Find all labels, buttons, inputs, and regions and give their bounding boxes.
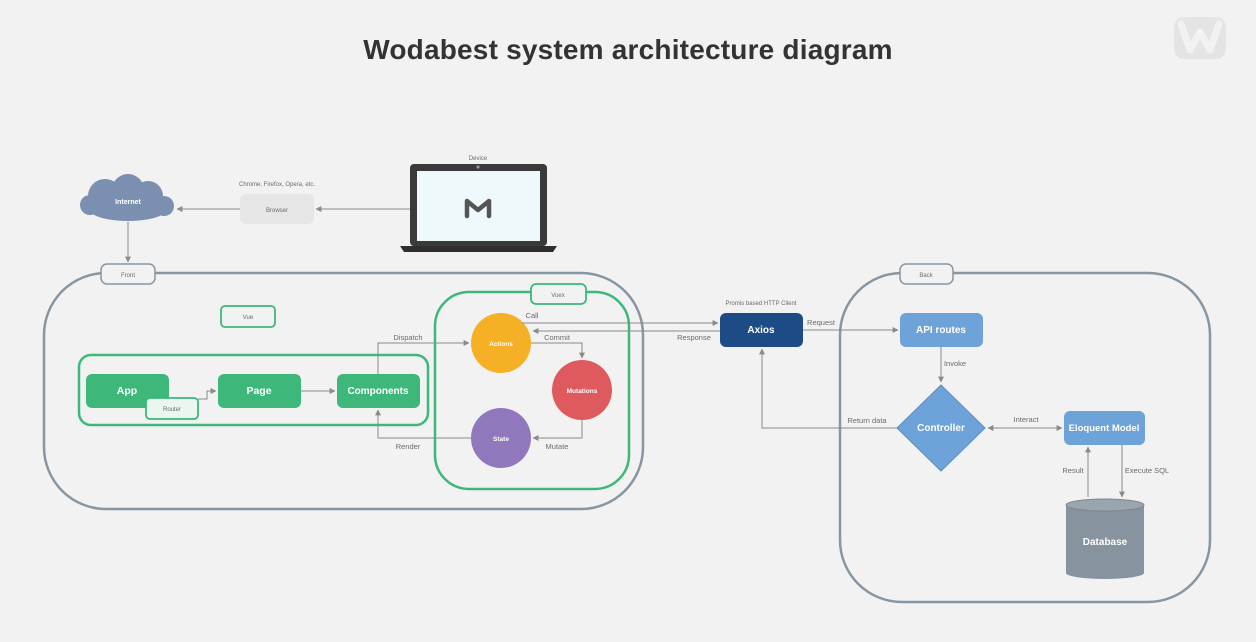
front-tag — [100, 263, 156, 285]
arrow-router-page — [198, 388, 217, 400]
api-routes-label: API routes — [916, 325, 966, 336]
interact-label: Interact — [1013, 415, 1039, 424]
arrow-commit — [531, 342, 585, 359]
wodabest-logo-icon — [1174, 17, 1226, 59]
arrow-render — [375, 409, 471, 439]
return-data-label: Return data — [847, 416, 887, 425]
mutations-label: Mutations — [567, 388, 598, 395]
front-label: Front — [121, 273, 135, 279]
call-label: Call — [526, 311, 539, 320]
render-label: Render — [396, 442, 421, 451]
vuex-label: Vuex — [551, 293, 564, 299]
back-tag — [899, 263, 954, 285]
commit-label: Commit — [544, 333, 571, 342]
router-label: Router — [163, 407, 181, 413]
browser-caption: Chrome, Firefox, Opera, etc. — [239, 182, 315, 188]
browser-node — [240, 194, 314, 224]
mutate-label: Mutate — [546, 442, 569, 451]
internet-label: Internet — [115, 199, 141, 206]
laptop-icon — [400, 164, 557, 252]
result-label: Result — [1062, 466, 1084, 475]
front-container — [42, 271, 645, 511]
api-routes-node — [900, 313, 983, 347]
page-title: Wodabest system architecture diagram — [363, 34, 893, 65]
page-node — [218, 374, 301, 408]
components-node — [337, 374, 420, 408]
vue-components-group — [77, 353, 430, 427]
database-label: Database — [1083, 537, 1128, 548]
state-label: State — [493, 436, 509, 443]
axios-node — [720, 313, 803, 347]
axios-label: Axios — [747, 325, 775, 336]
internet-cloud-icon — [80, 174, 174, 221]
eloquent-model-node — [1064, 411, 1145, 445]
state-node — [471, 408, 531, 468]
execute-sql-label: Execute SQL — [1125, 466, 1169, 475]
vue-tag — [220, 305, 276, 328]
browser-label: Browser — [266, 208, 288, 214]
arrow-dispatch — [377, 340, 470, 374]
app-label: App — [117, 385, 137, 397]
device-label: Device — [469, 156, 488, 162]
vue-label: Vue — [243, 315, 254, 321]
router-node — [145, 397, 199, 420]
arrow-return-data — [759, 348, 897, 429]
arrow-mutate — [532, 420, 583, 441]
actions-node — [471, 313, 531, 373]
database-icon — [1065, 498, 1145, 579]
dispatch-label: Dispatch — [393, 333, 422, 342]
controller-node — [896, 384, 986, 472]
back-label: Back — [919, 273, 933, 279]
actions-label: Actions — [489, 341, 513, 348]
page-label: Page — [246, 385, 271, 397]
components-label: Components — [347, 386, 409, 397]
response-label: Response — [677, 333, 711, 342]
vuex-tag — [530, 283, 587, 305]
request-label: Request — [807, 318, 836, 327]
controller-label: Controller — [917, 423, 965, 434]
invoke-label: Invoke — [944, 359, 966, 368]
eloquent-model-label: Eloquent Model — [1069, 423, 1140, 434]
mutations-node — [552, 360, 612, 420]
back-container — [838, 271, 1212, 604]
axios-caption: Promis based HTTP Client — [726, 301, 797, 307]
